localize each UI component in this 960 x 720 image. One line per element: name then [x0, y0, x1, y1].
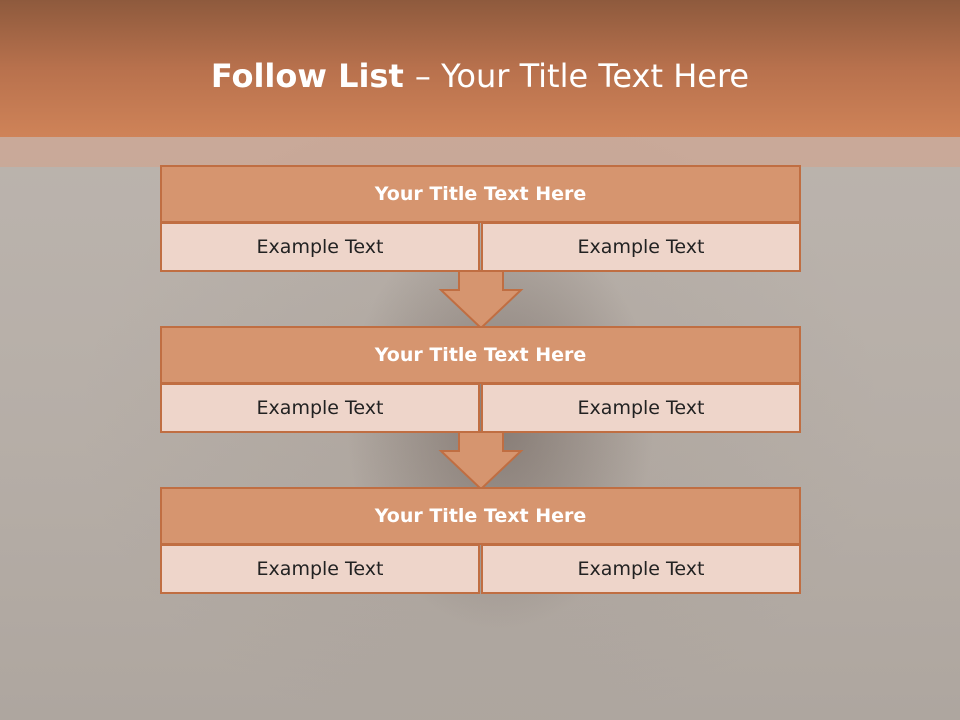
slide-title: Follow List – Your Title Text Here	[0, 54, 960, 98]
down-arrow-icon	[438, 270, 524, 330]
slide-title-bold: Follow List	[210, 57, 415, 95]
step-title: Your Title Text Here	[160, 165, 801, 223]
step-block-3: Your Title Text Here Example Text Exampl…	[160, 487, 801, 594]
step-cell-left: Example Text	[160, 222, 480, 272]
step-title: Your Title Text Here	[160, 487, 801, 545]
step-cell-left: Example Text	[160, 383, 480, 433]
step-cell-left: Example Text	[160, 544, 480, 594]
step-cell-right: Example Text	[481, 544, 801, 594]
step-title: Your Title Text Here	[160, 326, 801, 384]
slide-title-rest: – Your Title Text Here	[414, 57, 750, 95]
step-block-2: Your Title Text Here Example Text Exampl…	[160, 326, 801, 433]
title-bar	[0, 0, 960, 137]
step-cell-right: Example Text	[481, 383, 801, 433]
step-cell-right: Example Text	[481, 222, 801, 272]
step-block-1: Your Title Text Here Example Text Exampl…	[160, 165, 801, 272]
down-arrow-icon	[438, 431, 524, 491]
title-bar-underband	[0, 137, 960, 167]
